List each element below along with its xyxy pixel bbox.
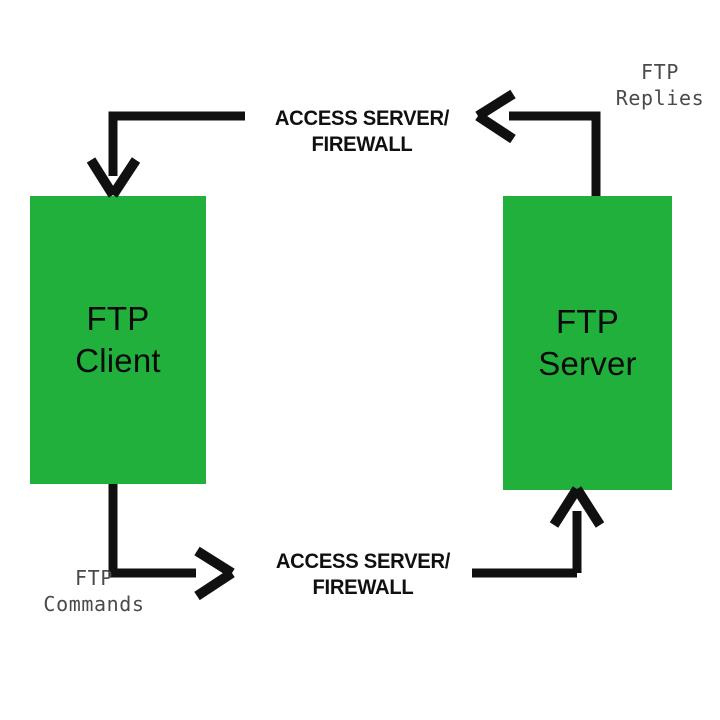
node-ftp-client-label: FTP Client — [75, 300, 161, 379]
replies-down-arrowhead — [86, 157, 141, 198]
access-server-firewall-label-bottom: ACCESS SERVER/ FIREWALL — [275, 549, 451, 600]
commands-up-arrowhead — [549, 486, 605, 528]
replies-left-arrowhead — [475, 89, 516, 144]
ftp-client-rect — [30, 196, 206, 484]
node-ftp-server-label: FTP Server — [538, 303, 637, 382]
node-ftp-client[interactable]: FTP Client — [30, 196, 206, 484]
access-server-firewall-label-top: ACCESS SERVER/ FIREWALL — [274, 106, 450, 157]
ftp-commands-label: FTP Commands — [43, 566, 145, 616]
replies-descender-line — [108, 111, 217, 176]
commands-descender-line — [108, 484, 196, 578]
ftp-replies-label: FTP Replies — [615, 60, 705, 110]
commands-right-arrowhead — [194, 546, 235, 601]
node-ftp-server[interactable]: FTP Server — [503, 196, 672, 490]
ftp-server-rect — [503, 196, 672, 490]
